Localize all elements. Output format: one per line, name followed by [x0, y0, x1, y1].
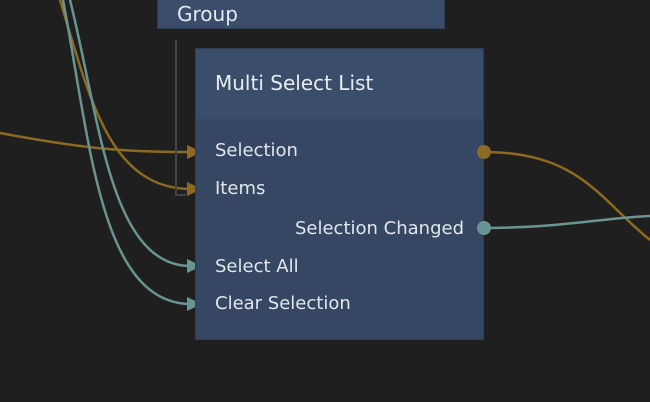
node-title: Multi Select List	[196, 49, 483, 119]
wire-clear-selection-in	[61, 0, 191, 306]
arrow-clear-selection-icon	[187, 297, 202, 311]
multi-select-list-node[interactable]: Multi Select List Selection Items Select…	[195, 48, 484, 340]
wire-selection-changed-out	[483, 214, 650, 230]
output-port-selection-changed[interactable]: Selection Changed	[294, 218, 464, 239]
input-port-clear-selection[interactable]: Clear Selection	[215, 293, 351, 314]
wire-select-all-in	[68, 0, 191, 268]
wire-items-in	[58, 0, 191, 191]
arrow-select-all-icon	[187, 259, 202, 273]
wire-selection-in	[0, 131, 191, 154]
arrow-selection-icon	[187, 145, 202, 159]
group-node[interactable]: Group	[157, 0, 445, 29]
input-port-items[interactable]: Items	[215, 178, 266, 199]
input-port-selection[interactable]: Selection	[215, 140, 298, 161]
input-port-select-all[interactable]: Select All	[215, 256, 299, 277]
group-bracket	[175, 40, 186, 196]
arrow-items-icon	[187, 182, 202, 196]
wire-selection-out	[483, 150, 650, 241]
group-title: Group	[177, 2, 238, 26]
